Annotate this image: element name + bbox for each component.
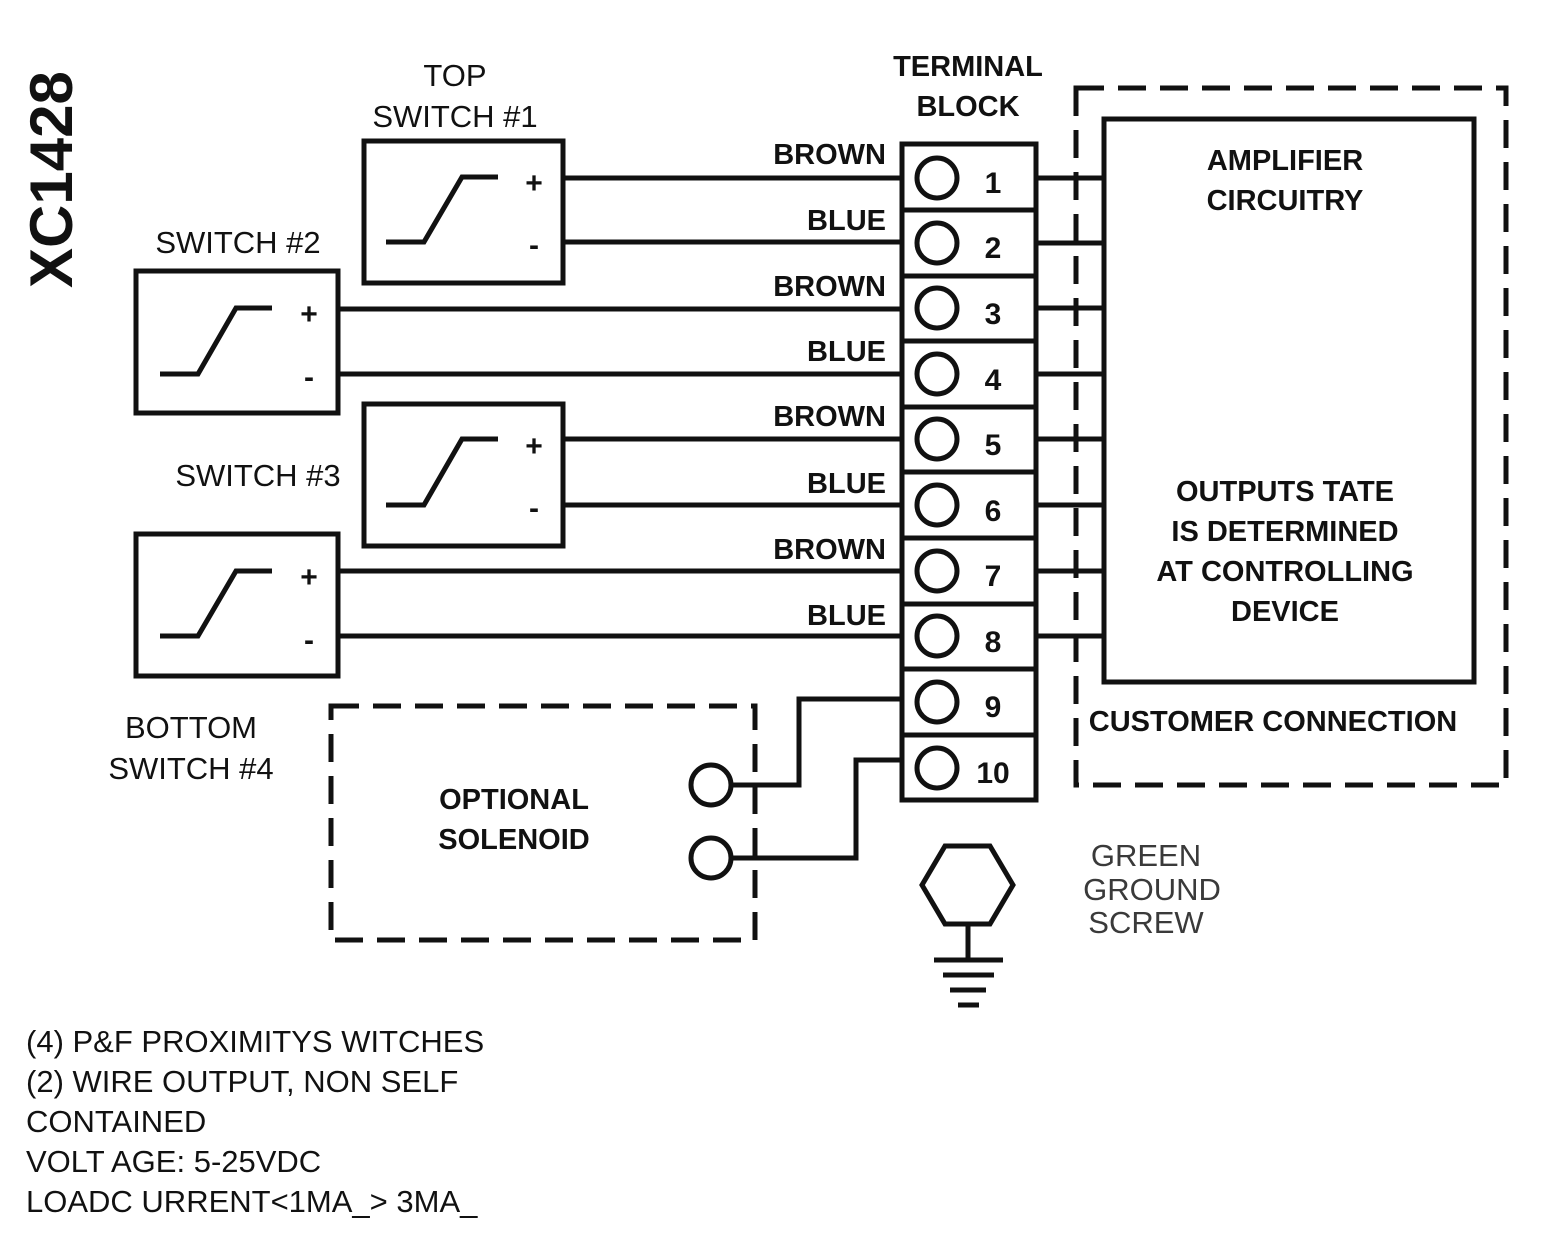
switch-4-minus: - (304, 624, 314, 657)
diagram-title: XC1428 (18, 71, 85, 288)
terminal-screw-6 (914, 482, 960, 528)
switch-4-label-top: BOTTOM (125, 710, 257, 745)
wire-label-2: BLUE (807, 205, 886, 237)
switch-3 (361, 401, 566, 549)
solenoid-terminal-1 (688, 762, 734, 808)
switch-2-plus: + (300, 298, 318, 331)
switch-4-plus: + (300, 561, 318, 594)
switch-1-label-top: TOP (423, 58, 486, 93)
switch-3-label: SWITCH #3 (175, 458, 340, 493)
terminal-screw-5 (914, 416, 960, 462)
note-line-4: VOLT AGE: 5-25VDC (26, 1144, 322, 1179)
ground-label-1: GREEN (1091, 838, 1201, 873)
terminal-number-10: 10 (976, 757, 1009, 790)
output-state-label-4: DEVICE (1231, 596, 1339, 628)
switch-wires (338, 175, 902, 639)
wire-label-3: BROWN (773, 271, 886, 303)
switch-3-plus: + (525, 430, 543, 463)
terminal-number-7: 7 (985, 560, 1002, 593)
wire-label-6: BLUE (807, 468, 886, 500)
spec-notes: (4) P&F PROXIMITYS WITCHES (2) WIRE OUTP… (26, 1022, 484, 1222)
switch-1-label-bottom: SWITCH #1 (372, 99, 537, 134)
ground-label-2: GROUND (1083, 872, 1221, 907)
solenoid-label-2: SOLENOID (438, 824, 589, 856)
terminal-screw-3 (914, 285, 960, 331)
terminal-number-9: 9 (985, 691, 1002, 724)
output-state-label-2: IS DETERMINED (1171, 516, 1398, 548)
terminal-screw-1 (914, 155, 960, 201)
customer-connection-label: CUSTOMER CONNECTION (1089, 706, 1457, 738)
solenoid-box (328, 703, 758, 943)
terminal-block-title-1: TERMINAL (893, 51, 1043, 83)
ground-label-3: SCREW (1088, 905, 1204, 940)
amplifier-label-1: AMPLIFIER (1207, 145, 1363, 177)
terminal-number-2: 2 (985, 232, 1002, 265)
solenoid-wiring (688, 696, 902, 881)
terminal-screw-7 (914, 548, 960, 594)
terminal-number-6: 6 (985, 495, 1002, 528)
note-line-1: (4) P&F PROXIMITYS WITCHES (26, 1024, 485, 1059)
terminal-number-3: 3 (985, 298, 1002, 331)
terminal-block (899, 141, 1039, 803)
wire-label-1: BROWN (773, 139, 886, 171)
wire-label-8: BLUE (807, 600, 886, 632)
note-line-3: CONTAINED (26, 1104, 207, 1139)
note-line-5: LOADC URRENT<1MA_> 3MA_ (26, 1184, 478, 1219)
wire-label-7: BROWN (773, 534, 886, 566)
wire-label-5: BROWN (773, 401, 886, 433)
solenoid-terminal-2 (688, 835, 734, 881)
terminal-screw-4 (914, 351, 960, 397)
amplifier-label-2: CIRCUITRY (1207, 185, 1364, 217)
ground-screw-icon (919, 843, 1016, 1008)
switch-2-label: SWITCH #2 (155, 225, 320, 260)
switch-1-plus: + (525, 167, 543, 200)
terminal-number-5: 5 (985, 429, 1002, 462)
switch-2 (133, 268, 341, 416)
switch-2-minus: - (304, 361, 314, 394)
wire-label-4: BLUE (807, 336, 886, 368)
terminal-number-8: 8 (985, 626, 1002, 659)
switch-4 (133, 531, 341, 679)
switch-4-label-bottom: SWITCH #4 (108, 751, 273, 786)
amplifier-wires (1036, 175, 1104, 639)
terminal-screw-9 (914, 679, 960, 725)
terminal-screw-2 (914, 220, 960, 266)
output-state-label-3: AT CONTROLLING (1156, 556, 1413, 588)
solenoid-label-1: OPTIONAL (439, 784, 589, 816)
terminal-number-1: 1 (985, 167, 1002, 200)
terminal-block-title-2: BLOCK (916, 91, 1019, 123)
output-state-label-1: OUTPUTS TATE (1176, 476, 1394, 508)
terminal-number-4: 4 (985, 364, 1002, 397)
terminal-screw-10 (914, 745, 960, 791)
terminal-screw-8 (914, 613, 960, 659)
note-line-2: (2) WIRE OUTPUT, NON SELF (26, 1064, 459, 1099)
amplifier-box (1101, 116, 1477, 685)
switch-3-minus: - (529, 492, 539, 525)
customer-connection-box (1073, 85, 1509, 788)
switch-1-minus: - (529, 229, 539, 262)
switch-1 (361, 138, 566, 286)
